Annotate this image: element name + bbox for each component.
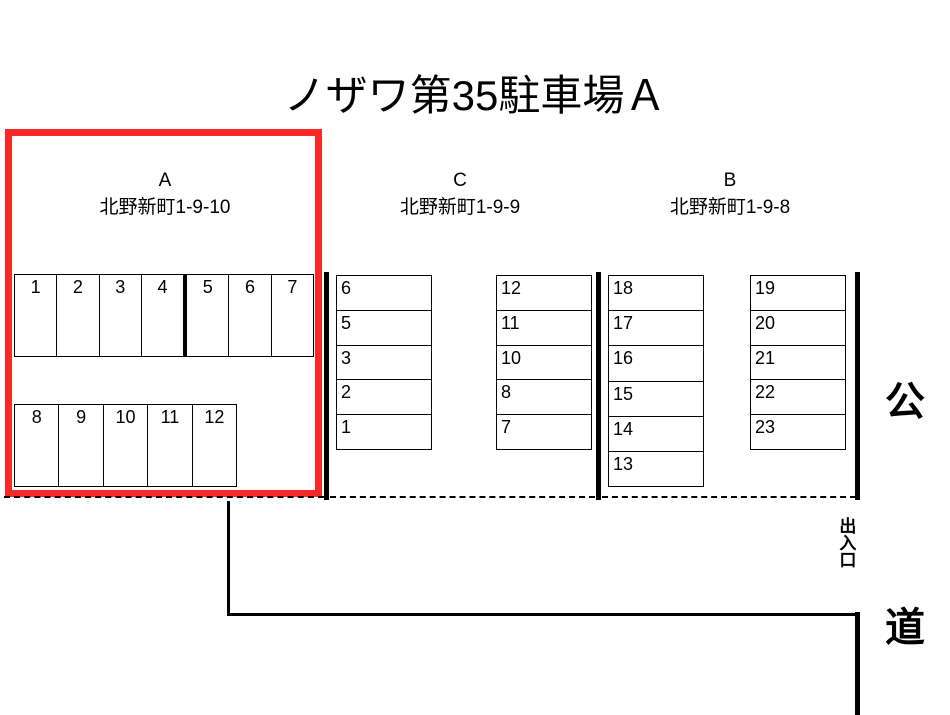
stall-col2-5[interactable]: 5 (337, 311, 431, 346)
stall-a-3[interactable]: 3 (100, 275, 142, 356)
stall-b-21[interactable]: 21 (751, 346, 845, 381)
stall-col2-6[interactable]: 6 (337, 276, 431, 311)
stall-column-four: 18 17 16 15 14 13 (608, 275, 704, 487)
stall-number: 7 (287, 277, 298, 297)
stall-number: 5 (341, 312, 352, 333)
stall-b-22[interactable]: 22 (751, 380, 845, 416)
stall-number: 12 (501, 278, 522, 298)
stall-number: 9 (76, 407, 87, 427)
stall-number: 6 (341, 278, 352, 298)
page-title: ノザワ第35駐車場Ａ (283, 72, 667, 119)
stall-number: 8 (501, 382, 512, 403)
stall-c-8[interactable]: 8 (497, 380, 591, 416)
stall-a-9[interactable]: 9 (59, 405, 104, 486)
stall-a-10[interactable]: 10 (104, 405, 149, 486)
stall-number: 17 (613, 313, 634, 334)
stall-number: 23 (755, 417, 776, 438)
stall-number: 3 (115, 277, 126, 297)
stall-col2-2[interactable]: 2 (337, 380, 431, 416)
stall-number: 13 (613, 453, 634, 474)
stall-c-12[interactable]: 12 (497, 276, 591, 311)
road-label-bottom: 道 (885, 606, 925, 650)
stall-number: 19 (755, 278, 776, 298)
stall-number: 21 (755, 347, 776, 368)
stall-b-20[interactable]: 20 (751, 311, 845, 346)
stall-number: 18 (613, 278, 634, 298)
stall-number: 10 (501, 347, 522, 368)
stall-row-a-bottom: 8 9 10 11 12 (14, 404, 237, 487)
stall-column-b: 19 20 21 22 23 (750, 275, 846, 450)
stall-number: 12 (204, 407, 225, 427)
entrance-label: 出入口 (836, 517, 856, 568)
block-a-code: A (158, 170, 172, 191)
stall-c-11[interactable]: 11 (497, 311, 591, 346)
boundary-wall-left (324, 272, 329, 500)
stall-col4-18[interactable]: 18 (609, 276, 703, 312)
stall-a-8[interactable]: 8 (15, 405, 60, 486)
stall-number: 1 (341, 417, 352, 438)
stall-number: 2 (341, 382, 352, 403)
stall-row-a-top: 1 2 3 4 5 6 7 (14, 274, 314, 357)
block-a-address: 北野新町1-9-10 (99, 196, 231, 218)
block-label-c: C 北野新町1-9-9 (335, 168, 585, 222)
stall-col4-14[interactable]: 14 (609, 417, 703, 452)
stall-a-6[interactable]: 6 (229, 275, 272, 356)
stall-number: 14 (613, 418, 634, 439)
stall-number: 4 (157, 277, 168, 297)
stall-b-23[interactable]: 23 (751, 415, 845, 449)
block-c-address: 北野新町1-9-9 (399, 196, 521, 218)
stall-number: 5 (202, 277, 213, 297)
stall-a-11[interactable]: 11 (148, 405, 193, 486)
stall-col2-1[interactable]: 1 (337, 415, 431, 449)
boundary-wall-right (855, 272, 860, 500)
stall-number: 15 (613, 383, 634, 404)
stall-a-2[interactable]: 2 (57, 275, 100, 356)
stall-number: 20 (755, 312, 776, 333)
stall-number: 16 (613, 348, 634, 369)
stall-a-12[interactable]: 12 (193, 405, 236, 486)
stall-column-two: 6 5 3 2 1 (336, 275, 432, 450)
stall-col4-15[interactable]: 15 (609, 382, 703, 417)
stall-col4-13[interactable]: 13 (609, 452, 703, 486)
stall-c-10[interactable]: 10 (497, 346, 591, 381)
lot-frontage-dashed-right (602, 496, 856, 498)
stall-c-7[interactable]: 7 (497, 415, 591, 449)
stall-a-5[interactable]: 5 (184, 275, 230, 356)
lot-frontage-dashed-left (4, 496, 324, 498)
stall-number: 6 (245, 277, 256, 297)
highlight-frame-block-a (5, 129, 322, 497)
driveway-edge-horizontal (227, 613, 859, 616)
stall-number: 11 (160, 407, 180, 427)
stall-b-19[interactable]: 19 (751, 276, 845, 311)
stall-col2-3[interactable]: 3 (337, 346, 431, 381)
stall-col4-16[interactable]: 16 (609, 346, 703, 382)
block-b-address: 北野新町1-9-8 (669, 196, 791, 218)
stall-column-c: 12 11 10 8 7 (496, 275, 592, 450)
stall-number: 22 (755, 382, 776, 403)
block-label-a: A 北野新町1-9-10 (25, 168, 305, 222)
block-b-code: B (723, 170, 737, 191)
stall-number: 1 (30, 277, 41, 297)
stall-a-7[interactable]: 7 (272, 275, 313, 356)
stall-number: 3 (341, 347, 352, 368)
road-label-top: 公 (885, 380, 925, 424)
driveway-edge-vertical (227, 501, 230, 615)
boundary-wall-middle (596, 272, 601, 500)
stall-col4-17[interactable]: 17 (609, 311, 703, 347)
stall-number: 10 (115, 407, 136, 427)
stall-a-4[interactable]: 4 (142, 275, 185, 356)
block-c-code: C (453, 170, 467, 191)
block-label-b: B 北野新町1-9-8 (605, 168, 855, 222)
stall-number: 2 (72, 277, 83, 297)
stall-number: 8 (31, 407, 42, 427)
boundary-wall-right-lower (855, 612, 860, 715)
lot-frontage-dashed-middle (330, 496, 595, 498)
stall-number: 7 (501, 417, 512, 438)
stall-a-1[interactable]: 1 (15, 275, 58, 356)
stall-number: 11 (501, 312, 520, 333)
